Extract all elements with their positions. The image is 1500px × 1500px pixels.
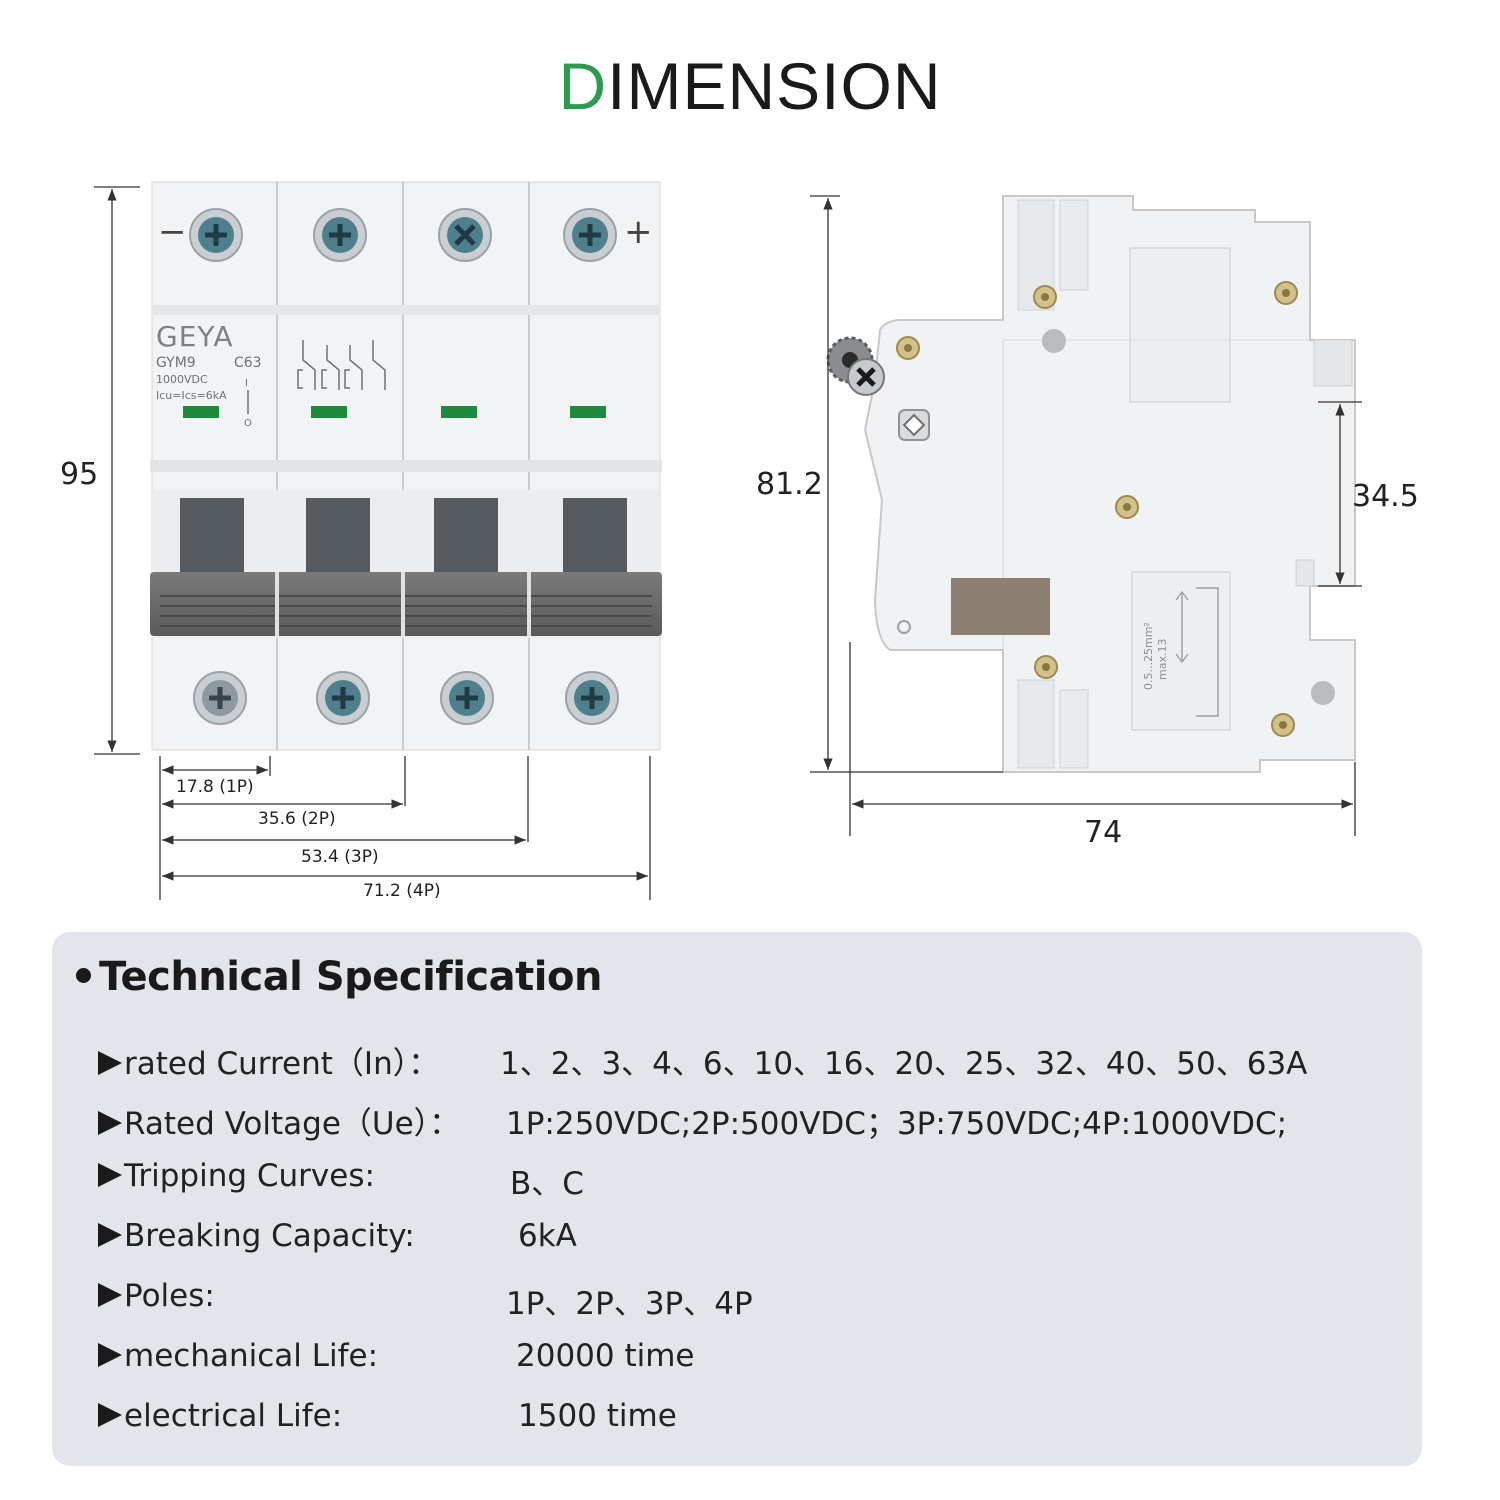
spec-value: 1、2、3、4、6、10、16、20、25、32、40、50、63A — [500, 1046, 1308, 1082]
toggle-lever-1 — [180, 498, 244, 578]
top-screw-1 — [189, 208, 243, 262]
indicator-3 — [441, 406, 477, 418]
spec-row-breaking-capacity: Breaking Capacity: 6kA — [98, 1218, 577, 1258]
model-label: GYM9 — [156, 355, 196, 371]
spec-value: B、C — [510, 1166, 584, 1202]
triangle-bullet-icon — [98, 1110, 122, 1135]
title-rest: IMENSION — [607, 49, 942, 123]
bottom-screw-3 — [440, 671, 494, 725]
brown-label — [951, 578, 1050, 635]
polarity-plus: + — [624, 212, 653, 252]
dim-widths — [159, 756, 651, 900]
dim-depth-label: 74 — [1084, 815, 1122, 850]
spec-row-electrical-life: electrical Life: 1500 time — [98, 1398, 677, 1438]
rivet — [1115, 495, 1139, 519]
indicator-2 — [311, 406, 347, 418]
toggle-lever-4 — [563, 498, 627, 578]
bottom-screw-1 — [193, 671, 247, 725]
rivet — [1271, 713, 1295, 737]
spec-row-tripping-curves: Tripping Curves: B、C — [98, 1158, 584, 1202]
dim-rail — [1318, 401, 1362, 587]
page-title: DIMENSION — [0, 48, 1500, 124]
spec-label: Rated Voltage（Ue）： — [124, 1106, 461, 1142]
spec-heading-text: Technical Specification — [99, 954, 602, 1000]
triangle-bullet-icon — [98, 1222, 122, 1247]
dim-front-height-label: 95 — [60, 457, 98, 492]
spec-label: Tripping Curves: — [124, 1158, 375, 1194]
spec-value: 1500 time — [518, 1398, 677, 1434]
spec-label: Poles: — [124, 1278, 215, 1314]
bottom-screw-4 — [565, 671, 619, 725]
wire-size-label: 0.5...25mm² — [1142, 622, 1155, 690]
triangle-bullet-icon — [98, 1342, 122, 1367]
polarity-minus: − — [158, 212, 187, 252]
spec-row-poles: Poles: 1P、2P、3P、4P — [98, 1278, 753, 1322]
top-screw-4 — [563, 208, 617, 262]
indicator-1 — [183, 406, 219, 418]
dim-depth — [849, 642, 1356, 836]
bullet-dot — [76, 967, 91, 983]
triangle-bullet-icon — [98, 1282, 122, 1307]
curve-rating-label: C63 — [234, 355, 262, 371]
spec-value: 1P:250VDC;2P:500VDC；3P:750VDC;4P:1000VDC… — [506, 1106, 1288, 1142]
triangle-bullet-icon — [98, 1162, 122, 1187]
switch-off-mark: O — [244, 418, 252, 429]
spec-row-rated-voltage: Rated Voltage（Ue）： 1P:250VDC;2P:500VDC；3P… — [98, 1098, 1287, 1142]
spec-value: 1P、2P、3P、4P — [506, 1286, 753, 1322]
triangle-bullet-icon — [98, 1402, 122, 1427]
switch-on-mark: I — [245, 378, 248, 389]
breaker-front-view: − + GEYA GYM9 C63 1000VDC Icu=Ics=6kA I … — [150, 181, 662, 751]
dim-front-height — [94, 186, 140, 755]
rivet — [1033, 285, 1057, 309]
spec-heading: Technical Specification — [76, 954, 602, 1000]
dimension-drawing: − + GEYA GYM9 C63 1000VDC Icu=Ics=6kA I … — [60, 181, 1419, 901]
rivet — [1274, 281, 1298, 305]
spec-value: 20000 time — [516, 1338, 695, 1374]
bottom-screw-2 — [316, 671, 370, 725]
indicator-4 — [570, 406, 606, 418]
rivet — [896, 336, 920, 360]
wire-max-label: max.13 — [1156, 639, 1169, 680]
dim-side-height — [810, 195, 1003, 773]
trip-knob — [826, 336, 885, 396]
top-screw-2 — [313, 208, 367, 262]
dim-width-3p: 53.4 (3P) — [301, 847, 379, 867]
spec-label: electrical Life: — [124, 1398, 343, 1434]
toggle-lever-2 — [306, 498, 370, 578]
spec-value: 6kA — [518, 1218, 577, 1254]
spec-panel: Technical Specification rated Current（In… — [52, 932, 1422, 1466]
brand-logo: GEYA — [156, 320, 233, 353]
spec-label: rated Current（In）： — [124, 1046, 440, 1082]
dim-side-height-label: 81.2 — [756, 467, 823, 502]
dim-width-2p: 35.6 (2P) — [258, 809, 336, 829]
toggle-lever-3 — [434, 498, 498, 578]
dim-width-4p: 71.2 (4P) — [363, 881, 441, 901]
breaker-side-view: 0.5...25mm² max.13 — [826, 195, 1356, 773]
spec-row-rated-current: rated Current（In）： 1、2、3、4、6、10、16、20、25、… — [98, 1038, 1307, 1082]
dim-rail-label: 34.5 — [1352, 479, 1419, 514]
spec-label: mechanical Life: — [124, 1338, 379, 1374]
capacity-label: Icu=Ics=6kA — [156, 389, 227, 402]
dim-width-1p: 17.8 (1P) — [176, 777, 254, 797]
rivet — [1034, 655, 1058, 679]
circuit-symbol — [297, 340, 386, 390]
spec-label: Breaking Capacity: — [124, 1218, 415, 1254]
title-accent-letter: D — [558, 49, 608, 123]
triangle-bullet-icon — [98, 1050, 122, 1075]
voltage-label: 1000VDC — [156, 373, 208, 386]
spec-row-mechanical-life: mechanical Life: 20000 time — [98, 1338, 695, 1378]
top-screw-3 — [438, 208, 492, 262]
